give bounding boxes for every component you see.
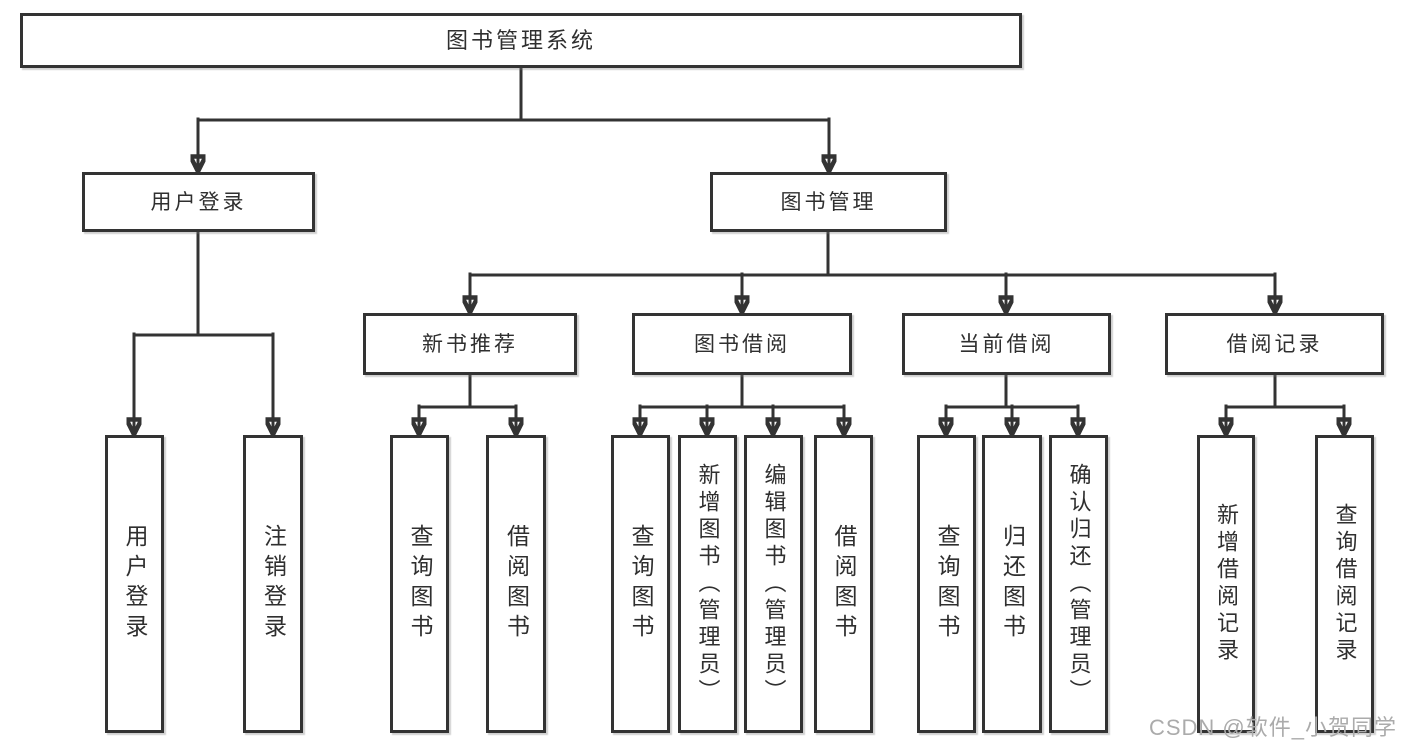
node-borrow-records-label: 借阅记录 [1226,332,1323,356]
node-current-borrow: 当前借阅 [902,313,1111,375]
leaf-label: 查询图书 [628,524,654,644]
node-root-label: 图书管理系统 [445,27,596,53]
leaf-label: 查询图书 [934,524,960,644]
node-leaf-return-books: 归还图书 [982,435,1042,733]
leaf-label: 用户登录 [122,524,148,644]
leaf-label: 注销登录 [260,524,287,644]
node-user-login-label: 用户登录 [150,190,247,214]
node-leaf-logout: 注销登录 [243,435,303,733]
node-leaf-query-books-recommend: 查询图书 [390,435,449,733]
leaf-label: 借阅图书 [831,524,857,644]
node-leaf-user-login: 用户登录 [105,435,164,733]
leaf-label: 归还图书 [999,524,1026,644]
node-borrow-records: 借阅记录 [1165,313,1384,375]
node-new-book-recommend-label: 新书推荐 [422,332,518,356]
leaf-label: 新增图书（管理员） [695,462,721,706]
node-leaf-confirm-return-admin: 确认归还（管理员） [1049,435,1108,733]
csdn-watermark: CSDN @软件_小贺同学 [1148,715,1397,740]
node-book-management-label: 图书管理 [780,190,877,214]
node-current-borrow-label: 当前借阅 [958,332,1055,356]
node-leaf-query-books-borrow: 查询图书 [611,435,670,733]
node-leaf-add-book-admin: 新增图书（管理员） [678,435,737,733]
node-leaf-borrow-books-recommend: 借阅图书 [486,435,546,733]
leaf-label: 新增借阅记录 [1214,503,1239,665]
leaf-label: 编辑图书（管理员） [761,462,787,706]
node-leaf-edit-book-admin: 编辑图书（管理员） [744,435,803,733]
node-book-borrow: 图书借阅 [632,313,852,375]
node-book-borrow-label: 图书借阅 [694,332,790,356]
leaf-label: 确认归还（管理员） [1066,462,1092,706]
node-user-login: 用户登录 [82,172,315,232]
node-leaf-add-borrow-record: 新增借阅记录 [1197,435,1255,733]
node-leaf-borrow-books: 借阅图书 [814,435,873,733]
node-leaf-query-books-current: 查询图书 [917,435,976,733]
leaf-label: 查询借阅记录 [1332,503,1358,665]
node-root-system: 图书管理系统 [20,13,1022,68]
leaf-label: 查询图书 [407,524,433,644]
node-book-management: 图书管理 [710,172,947,232]
leaf-label: 借阅图书 [503,524,530,644]
node-leaf-query-borrow-record: 查询借阅记录 [1315,435,1374,733]
node-new-book-recommend: 新书推荐 [363,313,577,375]
